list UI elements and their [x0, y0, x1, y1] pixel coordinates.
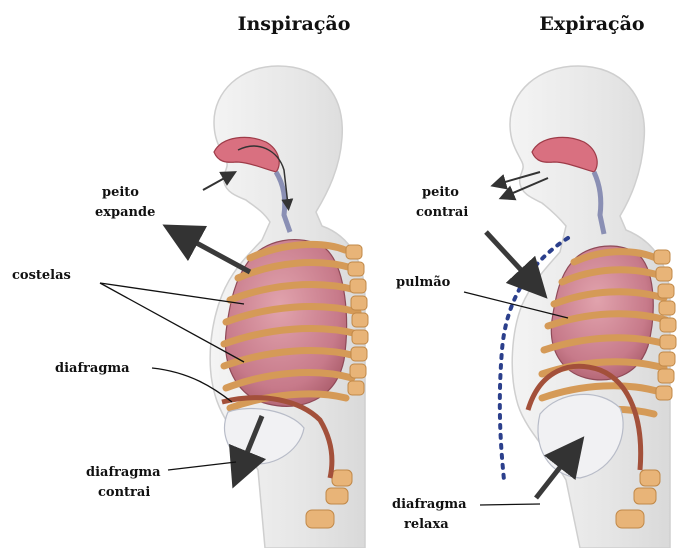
- chest-contract-arrow: [486, 232, 534, 284]
- expiration-figure: [486, 66, 676, 548]
- label-diaphragm-contracts-line2: contrai: [98, 485, 150, 500]
- label-diaphragm-relaxes-line2: relaxa: [404, 517, 449, 532]
- chest-expand-arrow: [180, 234, 250, 272]
- label-diaphragm: diafragma: [55, 361, 130, 376]
- label-lung: pulmão: [396, 275, 451, 290]
- label-diaphragm-contracts-line1: diafragma: [86, 465, 161, 480]
- label-chest-contracts-line1: peito: [422, 185, 459, 200]
- label-ribs: costelas: [12, 268, 71, 283]
- label-chest-expands-line1: peito: [102, 185, 139, 200]
- expiration-title: Expiração: [539, 13, 644, 35]
- inspiration-title: Inspiração: [238, 13, 351, 35]
- diaphragm-relaxes-leader: [480, 504, 540, 505]
- label-chest-expands-line2: expande: [95, 205, 155, 220]
- label-diaphragm-relaxes-line1: diafragma: [392, 497, 467, 512]
- inspiration-figure: [180, 66, 368, 548]
- label-chest-contracts-line2: contrai: [416, 205, 468, 220]
- diaphragm-contracts-leader: [168, 462, 236, 470]
